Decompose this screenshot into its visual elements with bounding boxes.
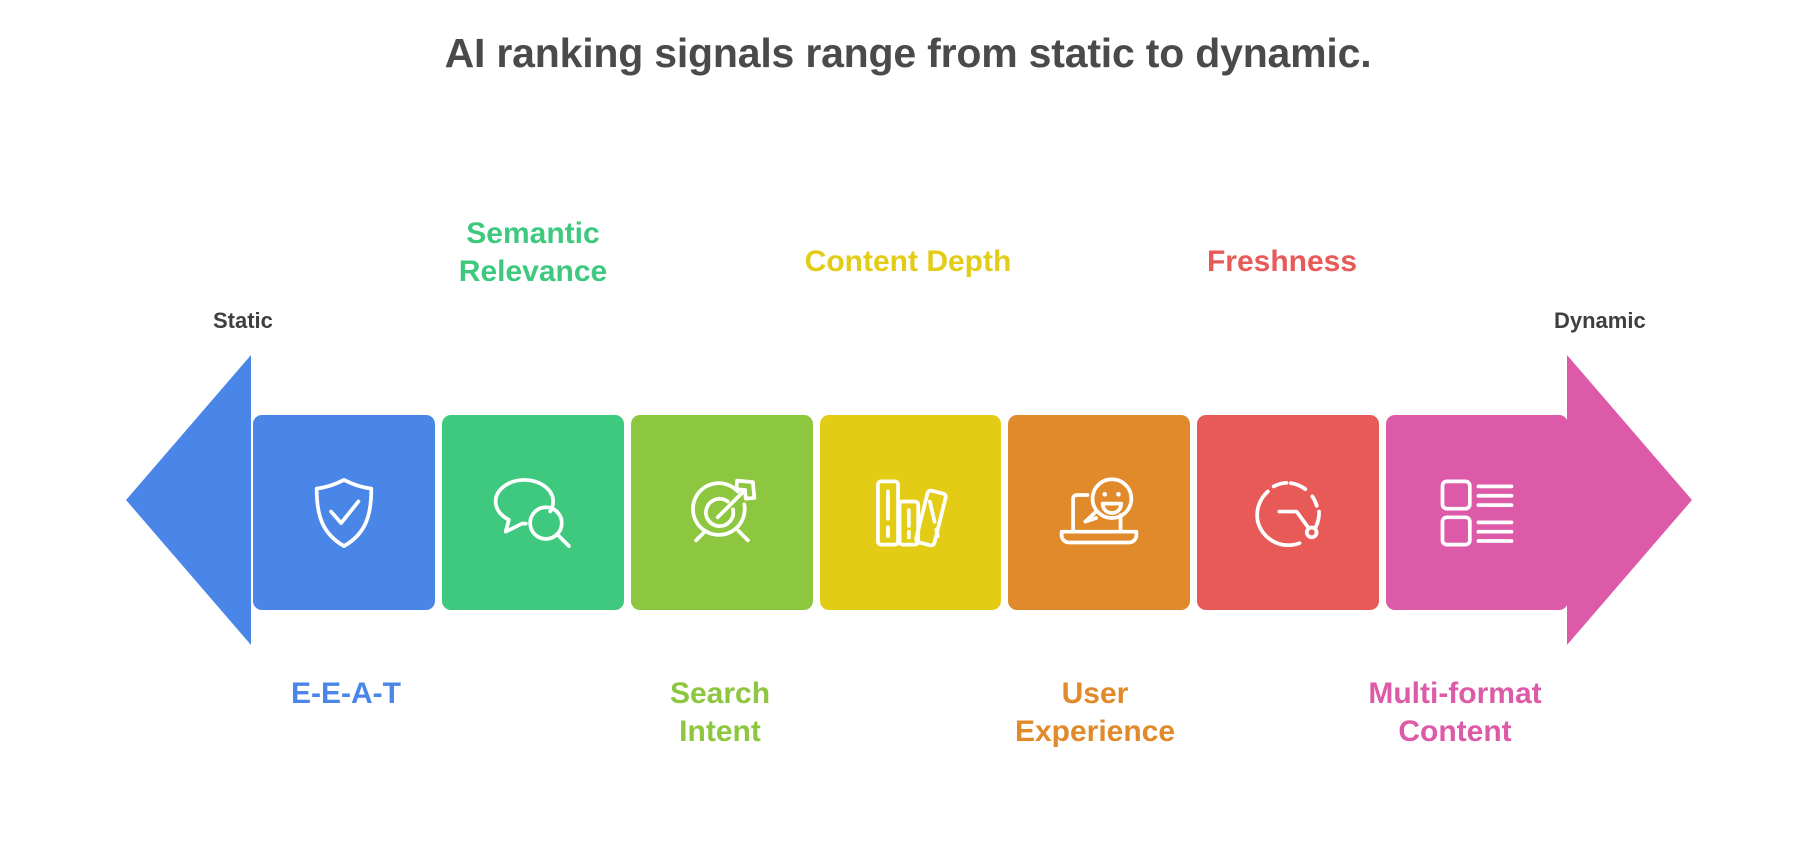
- books-icon: [875, 479, 948, 547]
- shield-check-icon: [314, 477, 374, 548]
- signal-label-semantic-relevance: Semantic Relevance: [458, 217, 608, 289]
- signal-tile-content-depth[interactable]: [819, 415, 1002, 610]
- signal-label-user-experience: User Experience: [1014, 677, 1176, 749]
- signal-label-eeat: E-E-A-T: [291, 677, 401, 710]
- signal-label-search-intent: Search Intent: [669, 677, 771, 749]
- signal-tile-multi-format-content[interactable]: [1386, 415, 1569, 610]
- signal-label-content-depth: Content Depth: [804, 245, 1012, 278]
- axis-label-static: Static: [213, 308, 273, 333]
- target-arrow-icon: [690, 478, 756, 542]
- signal-tile-eeat[interactable]: [253, 415, 435, 610]
- list-layout-icon: [1440, 479, 1514, 546]
- signal-label-multi-format-content: Multi-format Content: [1368, 677, 1542, 749]
- signal-tile-user-experience[interactable]: [1008, 415, 1191, 610]
- spectrum-arrow-band: [0, 355, 1816, 645]
- signal-tile-semantic-relevance[interactable]: [441, 415, 624, 610]
- signal-tile-search-intent[interactable]: [630, 415, 813, 610]
- left-arrowhead-icon: [126, 355, 251, 645]
- page-title: AI ranking signals range from static to …: [444, 30, 1372, 76]
- axis-label-dynamic: Dynamic: [1554, 308, 1646, 333]
- signal-tile-freshness[interactable]: [1197, 415, 1380, 610]
- clock-dashed-icon: [1255, 480, 1322, 547]
- signal-tile-row: [253, 415, 1569, 610]
- speech-bubble-search-icon: [493, 477, 571, 548]
- laptop-smiley-icon: [1060, 476, 1139, 544]
- right-arrowhead-icon: [1567, 355, 1692, 645]
- signal-label-freshness: Freshness: [1206, 245, 1358, 278]
